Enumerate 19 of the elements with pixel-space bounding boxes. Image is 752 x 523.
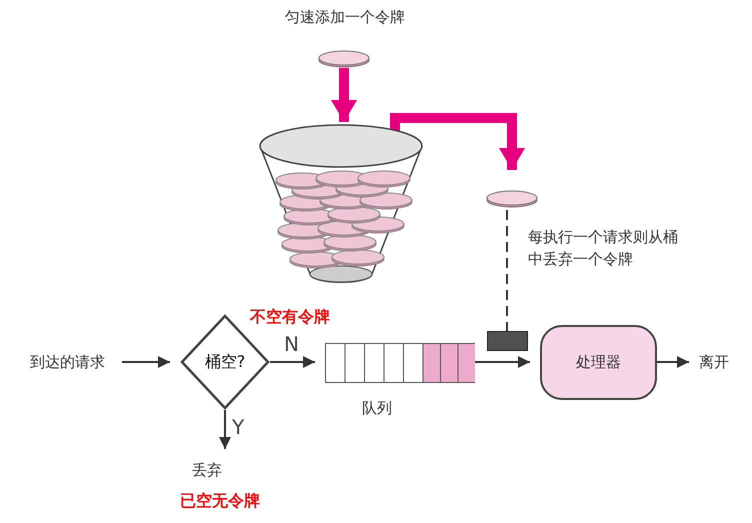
arrow	[270, 356, 315, 368]
connector-line	[506, 210, 508, 331]
arrow	[475, 356, 530, 368]
process-box: 处理器	[540, 325, 657, 400]
token-icon	[485, 190, 539, 210]
caption-text: 匀速添加一个令牌	[284, 7, 406, 28]
status-text: 已空无令牌	[180, 490, 260, 512]
text-label: 丢弃	[170, 459, 222, 481]
text-label: 到达的请求	[30, 351, 122, 373]
arrow	[122, 356, 170, 368]
text-label: 离开	[699, 351, 739, 373]
thick-arrow	[390, 113, 525, 170]
arrow	[219, 410, 231, 449]
queue-label: 队列	[362, 398, 392, 419]
gate-bar	[487, 331, 528, 351]
bucket-drawing	[258, 124, 424, 286]
thick-arrow	[331, 68, 357, 122]
arrow	[657, 356, 689, 368]
note-text: 每执行一个请求则从桶中丢弃一个令牌	[528, 227, 679, 270]
